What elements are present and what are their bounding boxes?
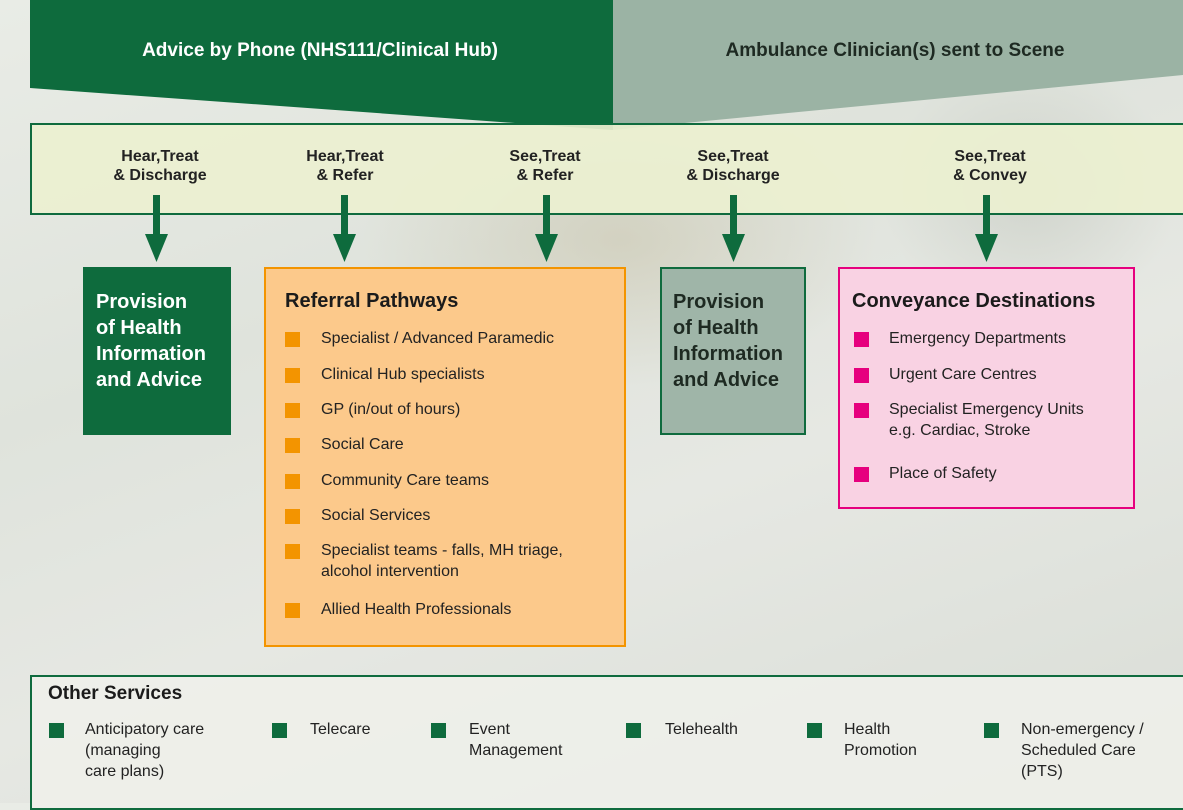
pathway-band bbox=[30, 123, 1183, 215]
arrow-down-icon bbox=[145, 195, 168, 262]
pathway-label-see-treat-discharge: See,Treat& Discharge bbox=[686, 148, 780, 184]
provision-line: of Health bbox=[673, 317, 759, 339]
conveyance-destinations-title: Conveyance Destinations bbox=[852, 290, 1096, 312]
orange-bullet-icon bbox=[285, 603, 300, 618]
referral-pathways-title: Referral Pathways bbox=[285, 290, 459, 312]
green-bullet-icon bbox=[49, 723, 64, 738]
conveyance-item: Urgent Care Centres bbox=[889, 366, 1037, 383]
pathway-label-hear-treat-discharge: Hear,Treat& Discharge bbox=[113, 148, 207, 184]
phone-banner-shape bbox=[30, 0, 612, 130]
arrow-down-icon bbox=[333, 195, 356, 262]
green-bullet-icon bbox=[272, 723, 287, 738]
arrow-down-icon bbox=[722, 195, 745, 262]
referral-item: Specialist / Advanced Paramedic bbox=[321, 330, 555, 347]
orange-bullet-icon bbox=[285, 403, 300, 418]
pathway-label-hear-treat-refer: Hear,Treat& Refer bbox=[306, 148, 384, 184]
other-service-item: Telehealth bbox=[665, 721, 738, 738]
provision-line: of Health bbox=[96, 317, 182, 339]
pathway-label-see-treat-convey: See,Treat& Convey bbox=[953, 148, 1027, 184]
green-bullet-icon bbox=[807, 723, 822, 738]
provision-line: Provision bbox=[673, 291, 765, 313]
green-bullet-icon bbox=[431, 723, 446, 738]
pink-bullet-icon bbox=[854, 467, 869, 482]
orange-bullet-icon bbox=[285, 438, 300, 453]
referral-item: Clinical Hub specialists bbox=[321, 366, 485, 383]
orange-bullet-icon bbox=[285, 368, 300, 383]
pink-bullet-icon bbox=[854, 332, 869, 347]
pink-bullet-icon bbox=[854, 368, 869, 383]
provision-info-box-scene: Provision of Health Information and Advi… bbox=[660, 267, 806, 435]
provision-line: Information bbox=[673, 343, 783, 365]
other-service-item: Telecare bbox=[310, 721, 371, 738]
header-banner bbox=[30, 0, 1183, 130]
provision-line: Information bbox=[96, 343, 206, 365]
green-bullet-icon bbox=[626, 723, 641, 738]
other-services-panel: Other Services Anticipatory care(managin… bbox=[30, 675, 1183, 810]
pathway-label-see-treat-refer: See,Treat& Refer bbox=[509, 148, 581, 184]
pink-bullet-icon bbox=[854, 403, 869, 418]
conveyance-item: Place of Safety bbox=[889, 465, 997, 482]
arrow-down-icon bbox=[535, 195, 558, 262]
provision-info-box-phone: Provision of Health Information and Advi… bbox=[83, 267, 231, 435]
orange-bullet-icon bbox=[285, 332, 300, 347]
header-scene-title: Ambulance Clinician(s) sent to Scene bbox=[725, 40, 1065, 61]
green-bullet-icon bbox=[984, 723, 999, 738]
orange-bullet-icon bbox=[285, 474, 300, 489]
provision-line: and Advice bbox=[673, 369, 779, 391]
orange-bullet-icon bbox=[285, 544, 300, 559]
scene-banner-shape bbox=[612, 0, 1183, 130]
header-phone-title: Advice by Phone (NHS111/Clinical Hub) bbox=[142, 40, 498, 61]
orange-bullet-icon bbox=[285, 509, 300, 524]
other-service-item: Non-emergency /Scheduled Care(PTS) bbox=[1021, 721, 1144, 780]
provision-line: and Advice bbox=[96, 369, 202, 391]
referral-item: Specialist teams - falls, MH triage,alco… bbox=[321, 542, 563, 580]
conveyance-destinations-box: Conveyance Destinations Emergency Depart… bbox=[838, 267, 1135, 509]
arrow-down-icon bbox=[975, 195, 998, 262]
referral-item: GP (in/out of hours) bbox=[321, 401, 461, 418]
referral-pathways-box: Referral Pathways Specialist / Advanced … bbox=[264, 267, 626, 647]
referral-item: Social Care bbox=[321, 436, 404, 453]
referral-item: Allied Health Professionals bbox=[321, 601, 512, 618]
referral-item: Social Services bbox=[321, 507, 431, 524]
provision-line: Provision bbox=[96, 291, 188, 313]
conveyance-item: Emergency Departments bbox=[889, 330, 1066, 347]
other-services-title: Other Services bbox=[48, 683, 183, 704]
referral-item: Community Care teams bbox=[321, 472, 490, 489]
